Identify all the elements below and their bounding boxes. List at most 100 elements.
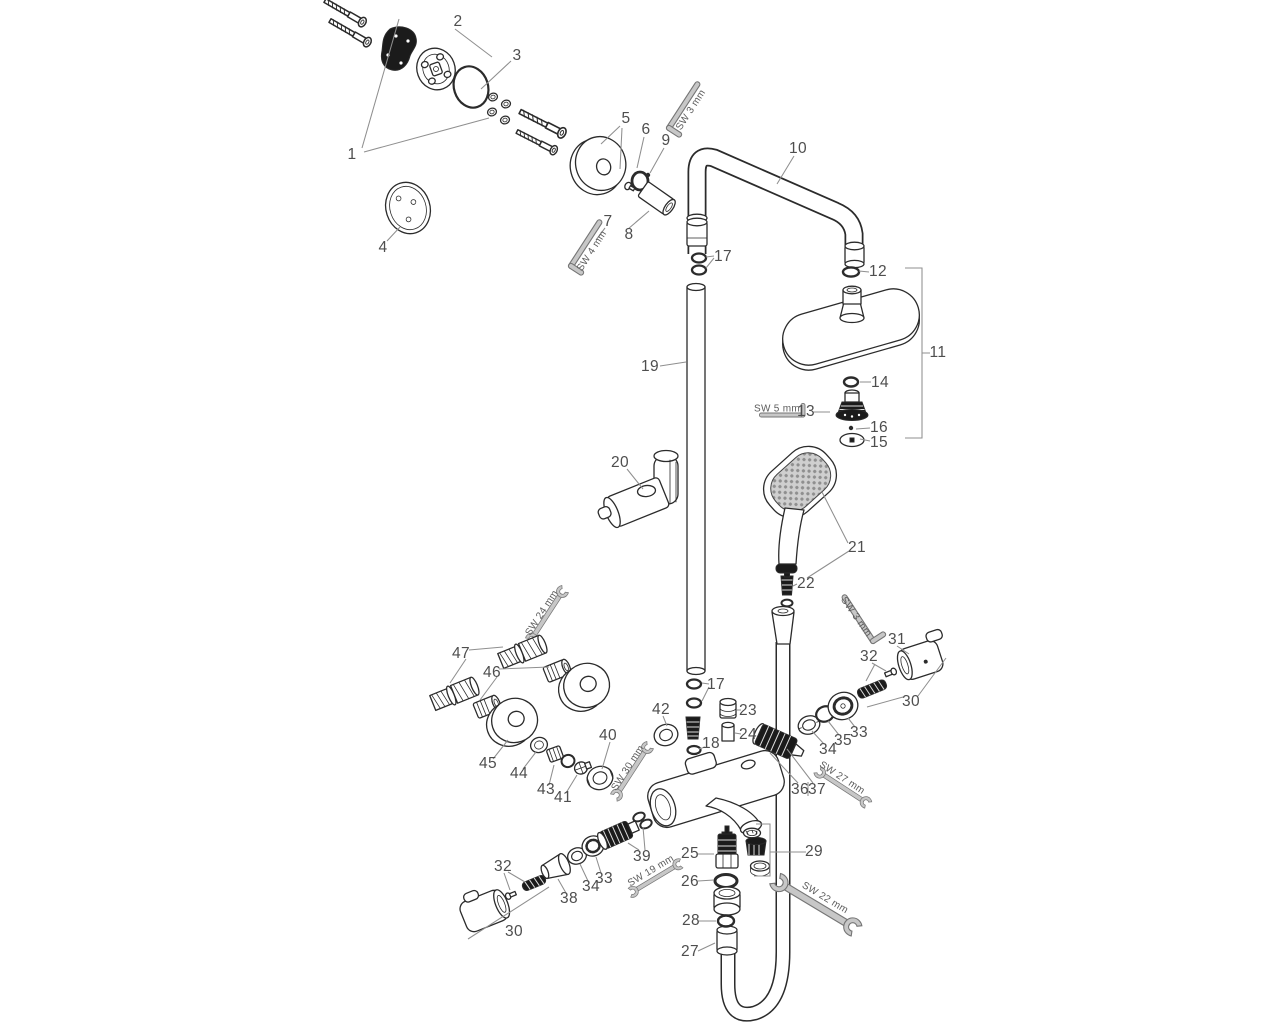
nut-part-42 bbox=[653, 723, 679, 747]
part-label-34: 34 bbox=[819, 741, 837, 758]
union-connector-cluster bbox=[429, 583, 679, 803]
part-label-23: 23 bbox=[739, 702, 757, 719]
oring-part-17b bbox=[685, 678, 703, 690]
nipple-part-8 bbox=[637, 181, 676, 216]
part-label-42: 42 bbox=[652, 701, 670, 718]
oring-part-28 bbox=[716, 914, 736, 928]
escutcheon-part-45-lower bbox=[485, 697, 539, 747]
part-label-15: 15 bbox=[870, 434, 888, 451]
part-label-27: 27 bbox=[681, 943, 699, 960]
part-label-16: 16 bbox=[870, 419, 888, 436]
part-label-4: 4 bbox=[378, 239, 387, 256]
oring-part-26 bbox=[713, 873, 739, 889]
part-label-19: 19 bbox=[641, 358, 659, 375]
hand-shower-assembly bbox=[762, 445, 838, 608]
nut-part-44 bbox=[529, 736, 549, 754]
part-label-25: 25 bbox=[681, 845, 699, 862]
part-label-41: 41 bbox=[554, 789, 572, 806]
part-label-34: 34 bbox=[582, 878, 600, 895]
part-label-37: 37 bbox=[808, 781, 826, 798]
part-label-30: 30 bbox=[902, 693, 920, 710]
part-label-46: 46 bbox=[483, 664, 501, 681]
spring-stack bbox=[685, 716, 701, 740]
part-label-21: 21 bbox=[848, 539, 866, 556]
nut-part-40 bbox=[586, 765, 614, 791]
part-label-14: 14 bbox=[871, 374, 889, 391]
cone-part-38 bbox=[540, 853, 571, 880]
part-label-44: 44 bbox=[510, 765, 528, 782]
part-label-31: 31 bbox=[888, 631, 906, 648]
s-union-part-47-upper bbox=[497, 634, 548, 670]
part-label-33: 33 bbox=[595, 870, 613, 887]
escutcheon-part-5 bbox=[569, 135, 627, 196]
filter-part-22 bbox=[780, 572, 794, 596]
escutcheon-part-45-upper bbox=[557, 662, 611, 712]
thermostat-cartridge-part-36-37 bbox=[752, 723, 805, 759]
filter-disc-part-15 bbox=[839, 432, 865, 448]
part-label-5: 5 bbox=[621, 110, 630, 127]
rubber-gasket-part bbox=[380, 26, 417, 71]
part-label-32: 32 bbox=[860, 648, 878, 665]
part-label-20: 20 bbox=[611, 454, 629, 471]
valve-part-41 bbox=[573, 761, 593, 775]
part-label-29: 29 bbox=[805, 843, 823, 860]
part-label-9: 9 bbox=[661, 132, 670, 149]
spring-part-right bbox=[856, 679, 888, 699]
screw-part-16 bbox=[848, 425, 854, 431]
ring-part-34r bbox=[797, 715, 821, 735]
ring-part-34l bbox=[567, 847, 587, 865]
oring-part-14 bbox=[842, 376, 860, 388]
part-label-30: 30 bbox=[505, 923, 523, 940]
tool-size-label: SW 30 mm bbox=[609, 743, 646, 792]
part-label-45: 45 bbox=[479, 755, 497, 772]
part-label-36: 36 bbox=[791, 781, 809, 798]
shower-arm-assembly bbox=[566, 80, 865, 676]
oring-part-12 bbox=[841, 266, 861, 278]
hand-shower-part-21 bbox=[762, 445, 838, 519]
coupler-ring bbox=[713, 886, 741, 916]
part-label-17: 17 bbox=[714, 248, 732, 265]
part-label-2: 2 bbox=[453, 13, 462, 30]
part-label-28: 28 bbox=[682, 912, 700, 929]
cylinder-part-24 bbox=[721, 721, 735, 742]
part-label-38: 38 bbox=[560, 890, 578, 907]
part-label-13: 13 bbox=[797, 403, 815, 420]
oring-part-6 bbox=[630, 170, 650, 192]
ribbed-part-43 bbox=[546, 745, 564, 763]
riser-pipe-part-19 bbox=[686, 282, 706, 676]
mounting-disc-part bbox=[416, 47, 456, 91]
leader-lines bbox=[361, 18, 947, 952]
part-label-12: 12 bbox=[869, 263, 887, 280]
plate-nozzle bbox=[839, 285, 865, 324]
hose-part bbox=[716, 605, 795, 1022]
grub-screw bbox=[624, 181, 636, 192]
part-label-22: 22 bbox=[797, 575, 815, 592]
part-label-1: 1 bbox=[347, 146, 356, 163]
part-label-18: 18 bbox=[702, 735, 720, 752]
handle-assembly-lower-left bbox=[459, 811, 686, 933]
s-union-part-47-lower bbox=[429, 676, 480, 712]
cover-disc-part-4 bbox=[384, 181, 432, 235]
part-label-6: 6 bbox=[641, 121, 650, 138]
oring-part-3 bbox=[452, 65, 490, 109]
tool-size-label: SW 5 mm bbox=[754, 404, 800, 415]
part-label-40: 40 bbox=[599, 727, 617, 744]
part-label-39: 39 bbox=[633, 848, 651, 865]
artwork bbox=[321, 0, 944, 1022]
wall-mount-assembly bbox=[321, 0, 569, 235]
part-label-32: 32 bbox=[494, 858, 512, 875]
tool-size-label: SW 24 mm bbox=[523, 588, 560, 637]
part-label-10: 10 bbox=[789, 140, 807, 157]
slider-holder-part-20 bbox=[597, 449, 679, 529]
part-label-47: 47 bbox=[452, 645, 470, 662]
splined-coupler-part-33r bbox=[827, 691, 859, 721]
part-label-8: 8 bbox=[624, 226, 633, 243]
spout-parts-column bbox=[713, 825, 865, 940]
cartridge-part-13 bbox=[835, 389, 869, 421]
diverter-part-25 bbox=[715, 825, 739, 869]
hex-nuts bbox=[486, 92, 512, 125]
tool-size-label: SW 3 mm bbox=[838, 595, 873, 639]
cartridge-part-39 bbox=[596, 820, 640, 850]
